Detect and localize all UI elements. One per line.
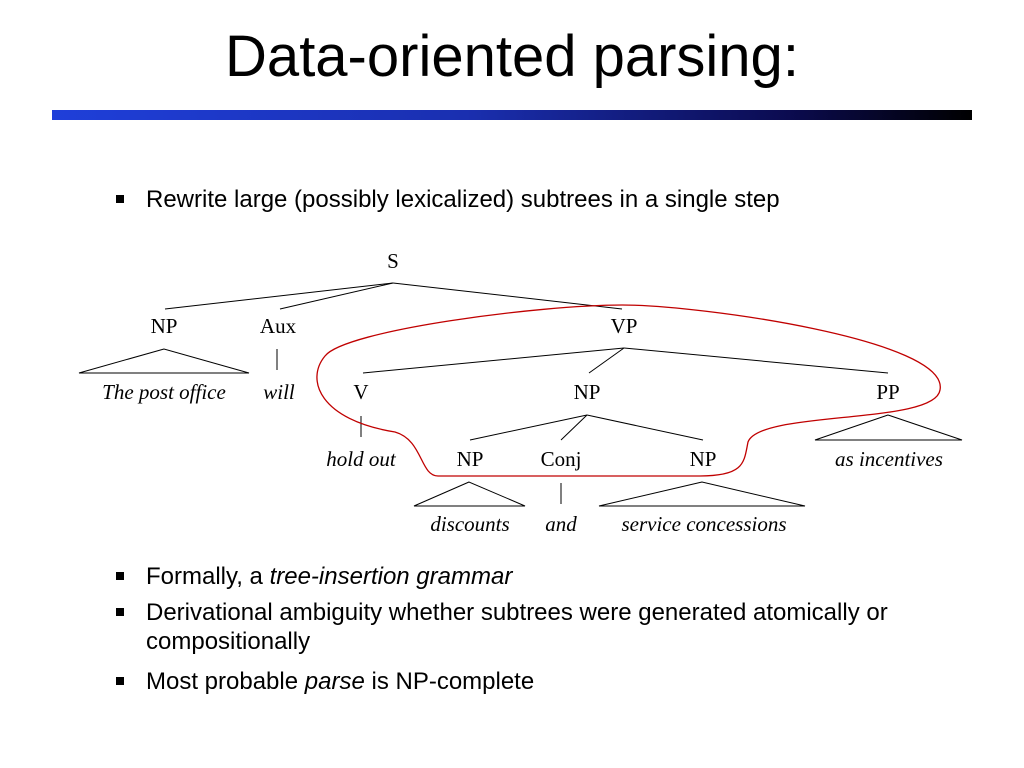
node-v: V <box>353 380 368 404</box>
tree-edge <box>586 414 704 441</box>
bullet-text: Most probable parse is NP-complete <box>146 667 906 696</box>
node-aux: Aux <box>260 314 297 338</box>
tree-edge <box>164 282 394 310</box>
subtree-triangle <box>598 481 806 507</box>
node-np-subject: NP <box>151 314 178 338</box>
bullet-text: Derivational ambiguity whether subtrees … <box>146 598 906 656</box>
subtree-triangle <box>814 414 963 441</box>
bullet-text-run-italic: tree-insertion grammar <box>269 563 513 590</box>
node-s: S <box>387 249 399 273</box>
bullet-text: Rewrite large (possibly lexicalized) sub… <box>146 185 906 214</box>
square-bullet-icon <box>116 572 124 580</box>
tree-edge <box>588 347 625 374</box>
square-bullet-icon <box>116 195 124 203</box>
bullet-text-run: Most probable <box>146 668 305 695</box>
tree-edge <box>279 282 394 310</box>
node-np-concessions: NP <box>690 447 717 471</box>
leaf-service-concessions: service concessions <box>621 512 786 536</box>
title-underline-bar <box>52 110 972 120</box>
node-np-object: NP <box>574 380 601 404</box>
bullet-text-run: Rewrite large (possibly lexicalized) sub… <box>146 186 780 213</box>
node-vp: VP <box>611 314 638 338</box>
tree-edge <box>362 347 625 374</box>
bullet-text-run: Formally, a <box>146 563 270 590</box>
tree-edge <box>623 347 889 374</box>
node-conj: Conj <box>541 447 582 471</box>
bullet-text-run: is NP-complete <box>364 668 535 695</box>
square-bullet-icon <box>116 677 124 685</box>
tree-edge <box>469 414 588 441</box>
slide-title: Data-oriented parsing: <box>225 24 799 89</box>
leaf-will: will <box>263 380 295 404</box>
tree-edge <box>392 282 623 310</box>
leaf-the-post-office: The post office <box>102 380 226 404</box>
bullet-text: Formally, a tree-insertion grammar <box>146 562 906 591</box>
tree-edge <box>560 414 588 441</box>
node-pp: PP <box>876 380 899 404</box>
node-np-discounts: NP <box>457 447 484 471</box>
bullet-text-run-italic: parse <box>304 668 365 695</box>
leaf-discounts: discounts <box>430 512 509 536</box>
leaf-hold-out: hold out <box>326 447 397 471</box>
leaf-as-incentives: as incentives <box>835 447 943 471</box>
subtree-triangle <box>78 348 250 374</box>
leaf-and: and <box>545 512 577 536</box>
square-bullet-icon <box>116 608 124 616</box>
elementary-tree-outline <box>316 304 941 477</box>
subtree-triangle <box>413 481 526 507</box>
bullet-text-run: Derivational ambiguity whether subtrees … <box>146 599 888 655</box>
